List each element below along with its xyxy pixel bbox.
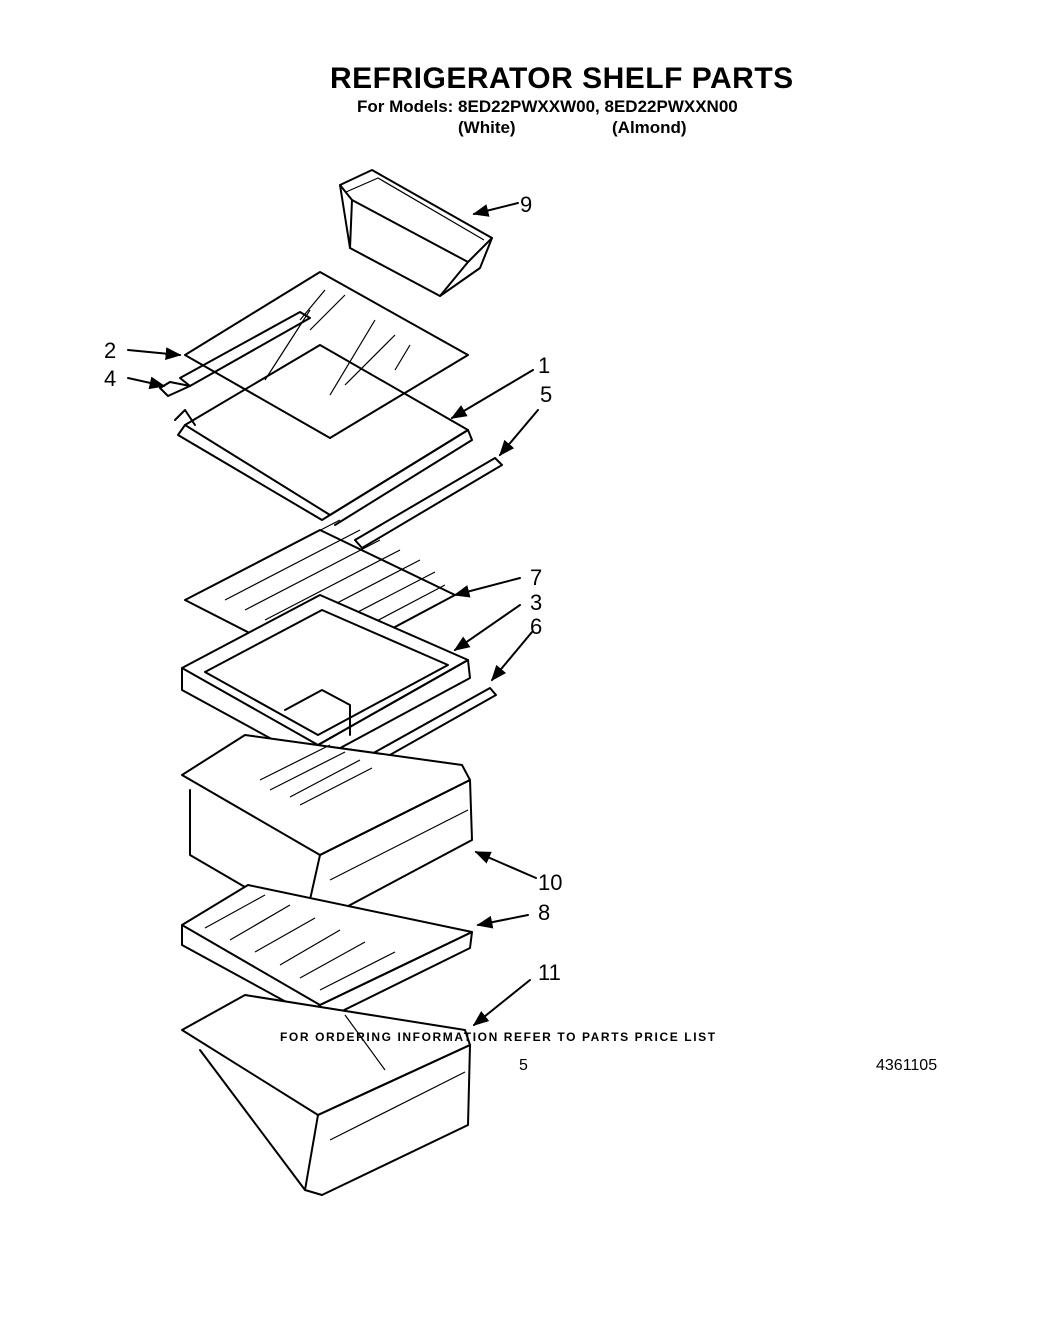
callout-6: 6 [530, 614, 542, 639]
part-trim-strip-upper [354, 457, 503, 549]
leader-2 [127, 347, 182, 360]
callout-11: 11 [538, 960, 561, 985]
color-white-label: (White) [458, 118, 516, 137]
leader-7 [453, 577, 521, 598]
callout-4: 4 [104, 366, 116, 391]
part-shelf-frame [174, 344, 473, 526]
leader-9 [472, 202, 519, 217]
callout-10: 10 [538, 870, 562, 895]
part-door-bin [339, 169, 493, 297]
callout-9: 9 [520, 192, 532, 217]
part-upper-crisper-drawer [181, 734, 473, 923]
color-almond-label: (Almond) [612, 118, 687, 137]
part-glass-shelf [159, 271, 469, 439]
callout-1: 1 [538, 353, 550, 378]
leader-8 [476, 914, 529, 929]
leader-lines [127, 202, 539, 1027]
leader-1 [450, 369, 534, 419]
leader-3 [453, 604, 521, 651]
page-title: REFRIGERATOR SHELF PARTS [330, 62, 794, 95]
ordering-info-note: FOR ORDERING INFORMATION REFER TO PARTS … [280, 1030, 717, 1044]
callout-8: 8 [538, 900, 550, 925]
leader-6 [490, 631, 533, 682]
leader-11 [472, 979, 531, 1027]
leader-10 [474, 851, 537, 879]
document-number: 4361105 [876, 1057, 938, 1074]
callout-3: 3 [530, 590, 542, 615]
callout-7: 7 [530, 565, 542, 590]
callout-5: 5 [540, 382, 552, 407]
leader-4 [127, 376, 166, 390]
page-number: 5 [519, 1057, 528, 1074]
callout-2: 2 [104, 338, 116, 363]
part-crisper-shelf [181, 884, 473, 1019]
models-line: For Models: 8ED22PWXXW00, 8ED22PWXXN00 [357, 97, 738, 116]
leader-5 [498, 409, 539, 457]
part-lower-crisper-drawer [181, 994, 471, 1196]
